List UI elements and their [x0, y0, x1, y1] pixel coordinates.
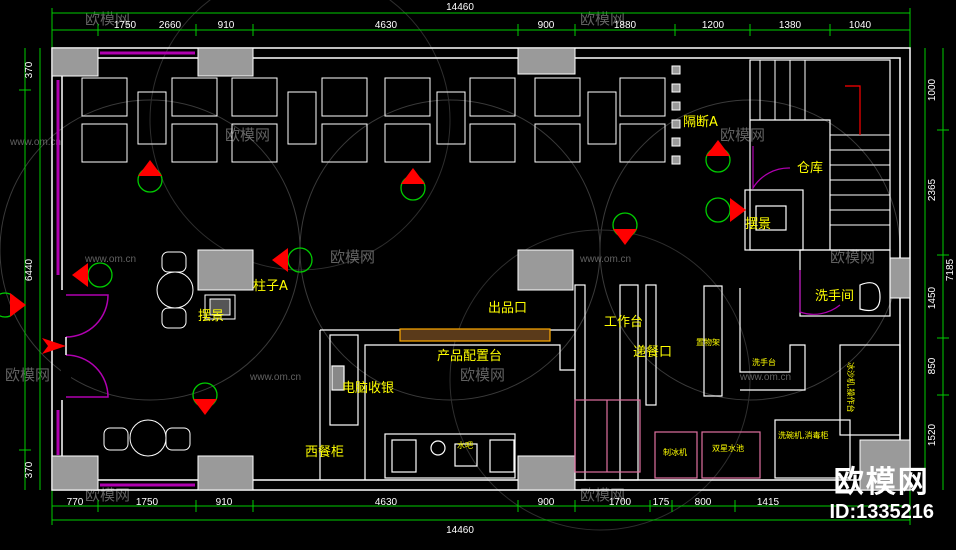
watermark-url: www.om.cn — [739, 372, 791, 383]
brand-id: ID:1335216 — [829, 501, 934, 523]
dimension-label: 910 — [218, 20, 235, 31]
room-label: 隔断A — [683, 115, 718, 130]
watermark-text: 欧模网 — [720, 126, 765, 144]
dimension-labels: 14460 1750 2660 910 4630 900 1880 1200 1… — [24, 2, 956, 536]
watermark-text: 欧模网 — [830, 248, 875, 266]
watermark-url: www.om.cn — [249, 372, 301, 383]
dimension-label: 1040 — [849, 20, 872, 31]
dimension-label: 1750 — [114, 20, 137, 31]
dimension-label: 14460 — [446, 525, 474, 536]
dimension-label: 370 — [24, 61, 35, 78]
dimension-label: 370 — [24, 461, 35, 478]
booth-seating — [81, 65, 681, 165]
room-label: 置物架 — [696, 337, 720, 347]
watermark-text: 欧模网 — [225, 126, 270, 144]
dimension-label: 1450 — [927, 286, 938, 309]
round-tables — [103, 251, 236, 457]
dimension-label: 1700 — [609, 497, 632, 508]
dimension-label: 1880 — [614, 20, 637, 31]
room-label: 冰沙机,操作台 — [846, 362, 856, 413]
watermark-text: 欧模网 — [460, 366, 505, 384]
section-marker-icon — [612, 212, 638, 245]
watermark-url: www.om.cn — [9, 137, 61, 148]
exterior-walls — [51, 47, 911, 491]
room-label: 洗碗机,消毒柜 — [778, 430, 829, 440]
room-label: 双星水池 — [712, 443, 744, 453]
room-label: 摆景 — [745, 217, 771, 232]
room-label: 洗手间 — [815, 289, 854, 304]
dimension-label: 1000 — [927, 78, 938, 101]
watermark-text: 欧模网 — [580, 10, 625, 28]
dimension-label: 910 — [216, 497, 233, 508]
room-label: 柱子A — [253, 279, 288, 294]
back-rooms — [744, 59, 891, 317]
section-marker-icon — [0, 292, 26, 318]
room-label: 水吧 — [457, 440, 473, 450]
room-label: 产品配置台 — [437, 349, 502, 364]
dimension-label: 1200 — [702, 20, 725, 31]
room-label: 工作台 — [604, 315, 643, 330]
section-marker-icon — [705, 197, 746, 223]
watermark-text: 欧模网 — [330, 248, 375, 266]
room-label: 制冰机 — [663, 447, 687, 457]
section-markers — [0, 140, 746, 415]
entry-arrow-icon — [42, 338, 66, 354]
dimension-label: 1380 — [779, 20, 802, 31]
room-label: 递餐口 — [633, 344, 672, 360]
watermark-url: www.om.cn — [84, 254, 136, 265]
dimension-label: 175 — [653, 497, 670, 508]
brand-name: 欧模网 — [833, 465, 930, 500]
room-labels: 隔断A 仓库 摆景 柱子A 摆景 洗手间 出品口 工作台 递餐口 产品配置台 电… — [198, 115, 856, 460]
dimension-label: 4630 — [375, 497, 398, 508]
section-marker-icon — [400, 168, 426, 201]
section-marker-icon — [137, 160, 163, 193]
room-label: 仓库 — [797, 160, 823, 176]
kitchen-area — [319, 284, 901, 481]
dimension-label: 800 — [695, 497, 712, 508]
dimension-label: 770 — [67, 497, 84, 508]
dimension-label: 850 — [927, 357, 938, 374]
section-marker-icon — [705, 140, 731, 173]
watermark-text: 欧模网 — [5, 366, 50, 384]
watermark-text: 欧模网 — [85, 10, 130, 28]
dimension-label: 4630 — [375, 20, 398, 31]
watermark-url: www.om.cn — [579, 254, 631, 265]
dimension-label: 1520 — [927, 423, 938, 446]
dimension-label: 1750 — [136, 497, 159, 508]
dimension-label: 900 — [538, 497, 555, 508]
section-marker-icon — [192, 382, 218, 415]
room-label: 出品口 — [488, 301, 527, 316]
dimension-label: 7185 — [945, 258, 956, 281]
dimension-lines — [19, 8, 949, 525]
room-label: 摆景 — [198, 309, 224, 324]
entrance-door — [65, 294, 109, 398]
room-label: 洗手台 — [752, 357, 776, 367]
dimension-label: 6440 — [24, 258, 35, 281]
dimension-label: 14460 — [446, 2, 474, 13]
dimension-label: 2365 — [927, 178, 938, 201]
brand-stamp: 欧模网 ID:1335216 — [829, 466, 934, 524]
room-label: 电脑收银 — [342, 381, 394, 396]
columns — [51, 47, 911, 491]
dimension-label: 2660 — [159, 20, 182, 31]
dimension-label: 900 — [538, 20, 555, 31]
dimension-label: 1415 — [757, 497, 780, 508]
section-marker-icon — [272, 247, 313, 273]
room-label: 西餐柜 — [305, 444, 344, 460]
section-marker-icon — [72, 262, 113, 288]
